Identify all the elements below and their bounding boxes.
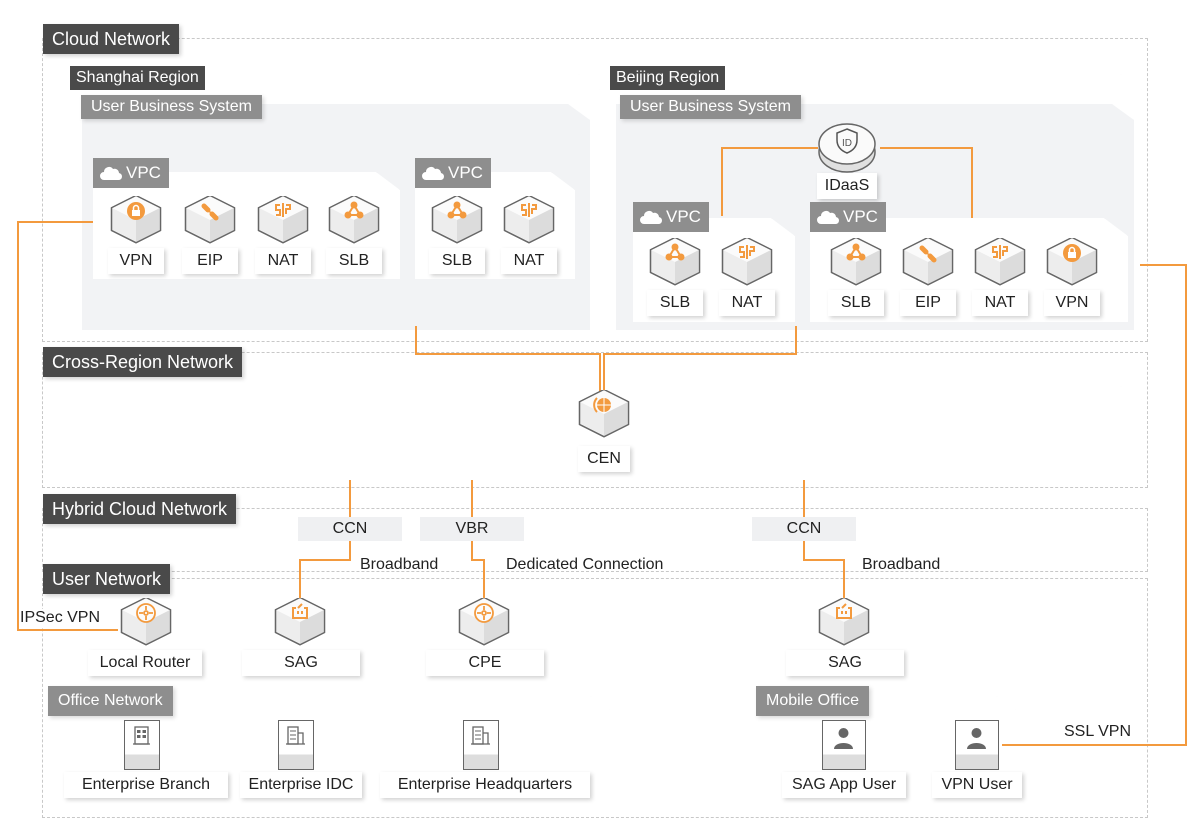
- shanghai-vpc2-slb-node[interactable]: [425, 196, 489, 252]
- beijing-vpc2-vpn-label: VPN: [1044, 290, 1100, 316]
- svg-text:ID: ID: [842, 138, 852, 149]
- beijing-vpc-2-tag: VPC: [810, 202, 886, 232]
- enterprise-branch-icon[interactable]: [124, 720, 160, 770]
- broadband-right-label: Broadband: [862, 556, 941, 573]
- shanghai-nat-label: NAT: [255, 248, 311, 274]
- shanghai-vpn-node[interactable]: [104, 196, 168, 252]
- ipsec-vpn-label: IPSec VPN: [20, 609, 101, 627]
- cloud-icon: [421, 165, 445, 181]
- shanghai-vpc2-slb-label: SLB: [429, 248, 485, 274]
- shanghai-vpc2-nat-label: NAT: [501, 248, 557, 274]
- vbr-label[interactable]: VBR: [420, 517, 524, 541]
- sag-app-user-label: SAG App User: [782, 772, 906, 798]
- enterprise-idc-label: Enterprise IDC: [240, 772, 362, 798]
- hybrid-cloud-network-title: Hybrid Cloud Network: [43, 494, 237, 524]
- vpc-label: VPC: [843, 207, 878, 226]
- vpc-label: VPC: [126, 163, 161, 182]
- shanghai-region-title: Shanghai Region: [70, 66, 205, 90]
- user-network-title: User Network: [43, 564, 171, 594]
- sag-right-label: SAG: [786, 650, 904, 676]
- beijing-vpc2-slb-label: SLB: [828, 290, 884, 316]
- sag-icon: [292, 603, 308, 619]
- slb-icon: [846, 243, 866, 261]
- beijing-vpc-1-tag: VPC: [633, 202, 709, 232]
- cen-node[interactable]: [572, 390, 636, 446]
- vpn-user-label: VPN User: [932, 772, 1022, 798]
- ccn-left-label[interactable]: CCN: [298, 517, 402, 541]
- idaas-node[interactable]: ID: [816, 120, 878, 174]
- beijing-vpc1-nat-node[interactable]: [715, 238, 779, 294]
- sag-icon: [836, 603, 852, 619]
- dedicated-connection-label: Dedicated Connection: [506, 556, 664, 573]
- shanghai-business-system-title: User Business System: [81, 95, 262, 119]
- cloud-icon: [639, 209, 663, 225]
- beijing-business-system-title: User Business System: [620, 95, 801, 119]
- shanghai-vpc-1-tag: VPC: [93, 158, 169, 188]
- cen-globe-icon: [593, 397, 611, 413]
- local-router-label: Local Router: [88, 650, 202, 676]
- sag-right-node[interactable]: [812, 598, 876, 654]
- nat-icon: [992, 245, 1008, 259]
- mobile-office-title: Mobile Office: [756, 686, 870, 716]
- sag-left-node[interactable]: [268, 598, 332, 654]
- vpc-label: VPC: [448, 163, 483, 182]
- shanghai-vpc2-nat-node[interactable]: [497, 196, 561, 252]
- cloud-icon: [816, 209, 840, 225]
- shanghai-eip-node[interactable]: [178, 196, 242, 252]
- enterprise-headquarters-icon[interactable]: [463, 720, 499, 770]
- cpe-node[interactable]: [452, 598, 516, 654]
- shanghai-nat-node[interactable]: [251, 196, 315, 252]
- shanghai-vpn-label: VPN: [108, 248, 164, 274]
- id-shield-icon: ID: [836, 128, 858, 154]
- beijing-vpc1-nat-label: NAT: [719, 290, 775, 316]
- beijing-vpc1-slb-label: SLB: [647, 290, 703, 316]
- router-icon: [136, 603, 156, 623]
- cloud-network-title: Cloud Network: [43, 24, 180, 54]
- sag-left-label: SAG: [242, 650, 360, 676]
- beijing-vpc2-slb-node[interactable]: [824, 238, 888, 294]
- slb-icon: [447, 201, 467, 219]
- idaas-label: IDaaS: [817, 173, 877, 199]
- vpc-label: VPC: [666, 207, 701, 226]
- vpn-globe-lock-icon: [127, 202, 145, 220]
- shanghai-eip-label: EIP: [182, 248, 238, 274]
- ccn-right-label[interactable]: CCN: [752, 517, 856, 541]
- enterprise-headquarters-label: Enterprise Headquarters: [380, 772, 590, 798]
- broadband-left-label: Broadband: [360, 556, 439, 573]
- slb-icon: [344, 201, 364, 219]
- beijing-vpc2-vpn-node[interactable]: [1040, 238, 1104, 294]
- beijing-region-title: Beijing Region: [610, 66, 726, 90]
- ssl-vpn-label: SSL VPN: [1064, 723, 1131, 740]
- office-network-title: Office Network: [48, 686, 173, 716]
- beijing-vpc2-nat-node[interactable]: [968, 238, 1032, 294]
- cloud-icon: [99, 165, 123, 181]
- router-icon: [474, 603, 494, 623]
- enterprise-idc-icon[interactable]: [278, 720, 314, 770]
- enterprise-branch-label: Enterprise Branch: [64, 772, 228, 798]
- sag-app-user-icon[interactable]: [822, 720, 866, 770]
- slb-icon: [665, 243, 685, 261]
- nat-icon: [275, 203, 291, 217]
- beijing-vpc2-eip-node[interactable]: [896, 238, 960, 294]
- vpn-globe-lock-icon: [1063, 244, 1081, 262]
- cross-region-network-title: Cross-Region Network: [43, 347, 243, 377]
- beijing-vpc2-nat-label: NAT: [972, 290, 1028, 316]
- cen-label: CEN: [578, 446, 630, 472]
- beijing-vpc2-eip-label: EIP: [900, 290, 956, 316]
- cpe-label: CPE: [426, 650, 544, 676]
- shanghai-slb-label: SLB: [326, 248, 382, 274]
- local-router-node[interactable]: [114, 598, 178, 654]
- nat-icon: [739, 245, 755, 259]
- shanghai-vpc-2-tag: VPC: [415, 158, 491, 188]
- nat-icon: [521, 203, 537, 217]
- vpn-user-icon[interactable]: [955, 720, 999, 770]
- shanghai-slb-node[interactable]: [322, 196, 386, 252]
- beijing-vpc1-slb-node[interactable]: [643, 238, 707, 294]
